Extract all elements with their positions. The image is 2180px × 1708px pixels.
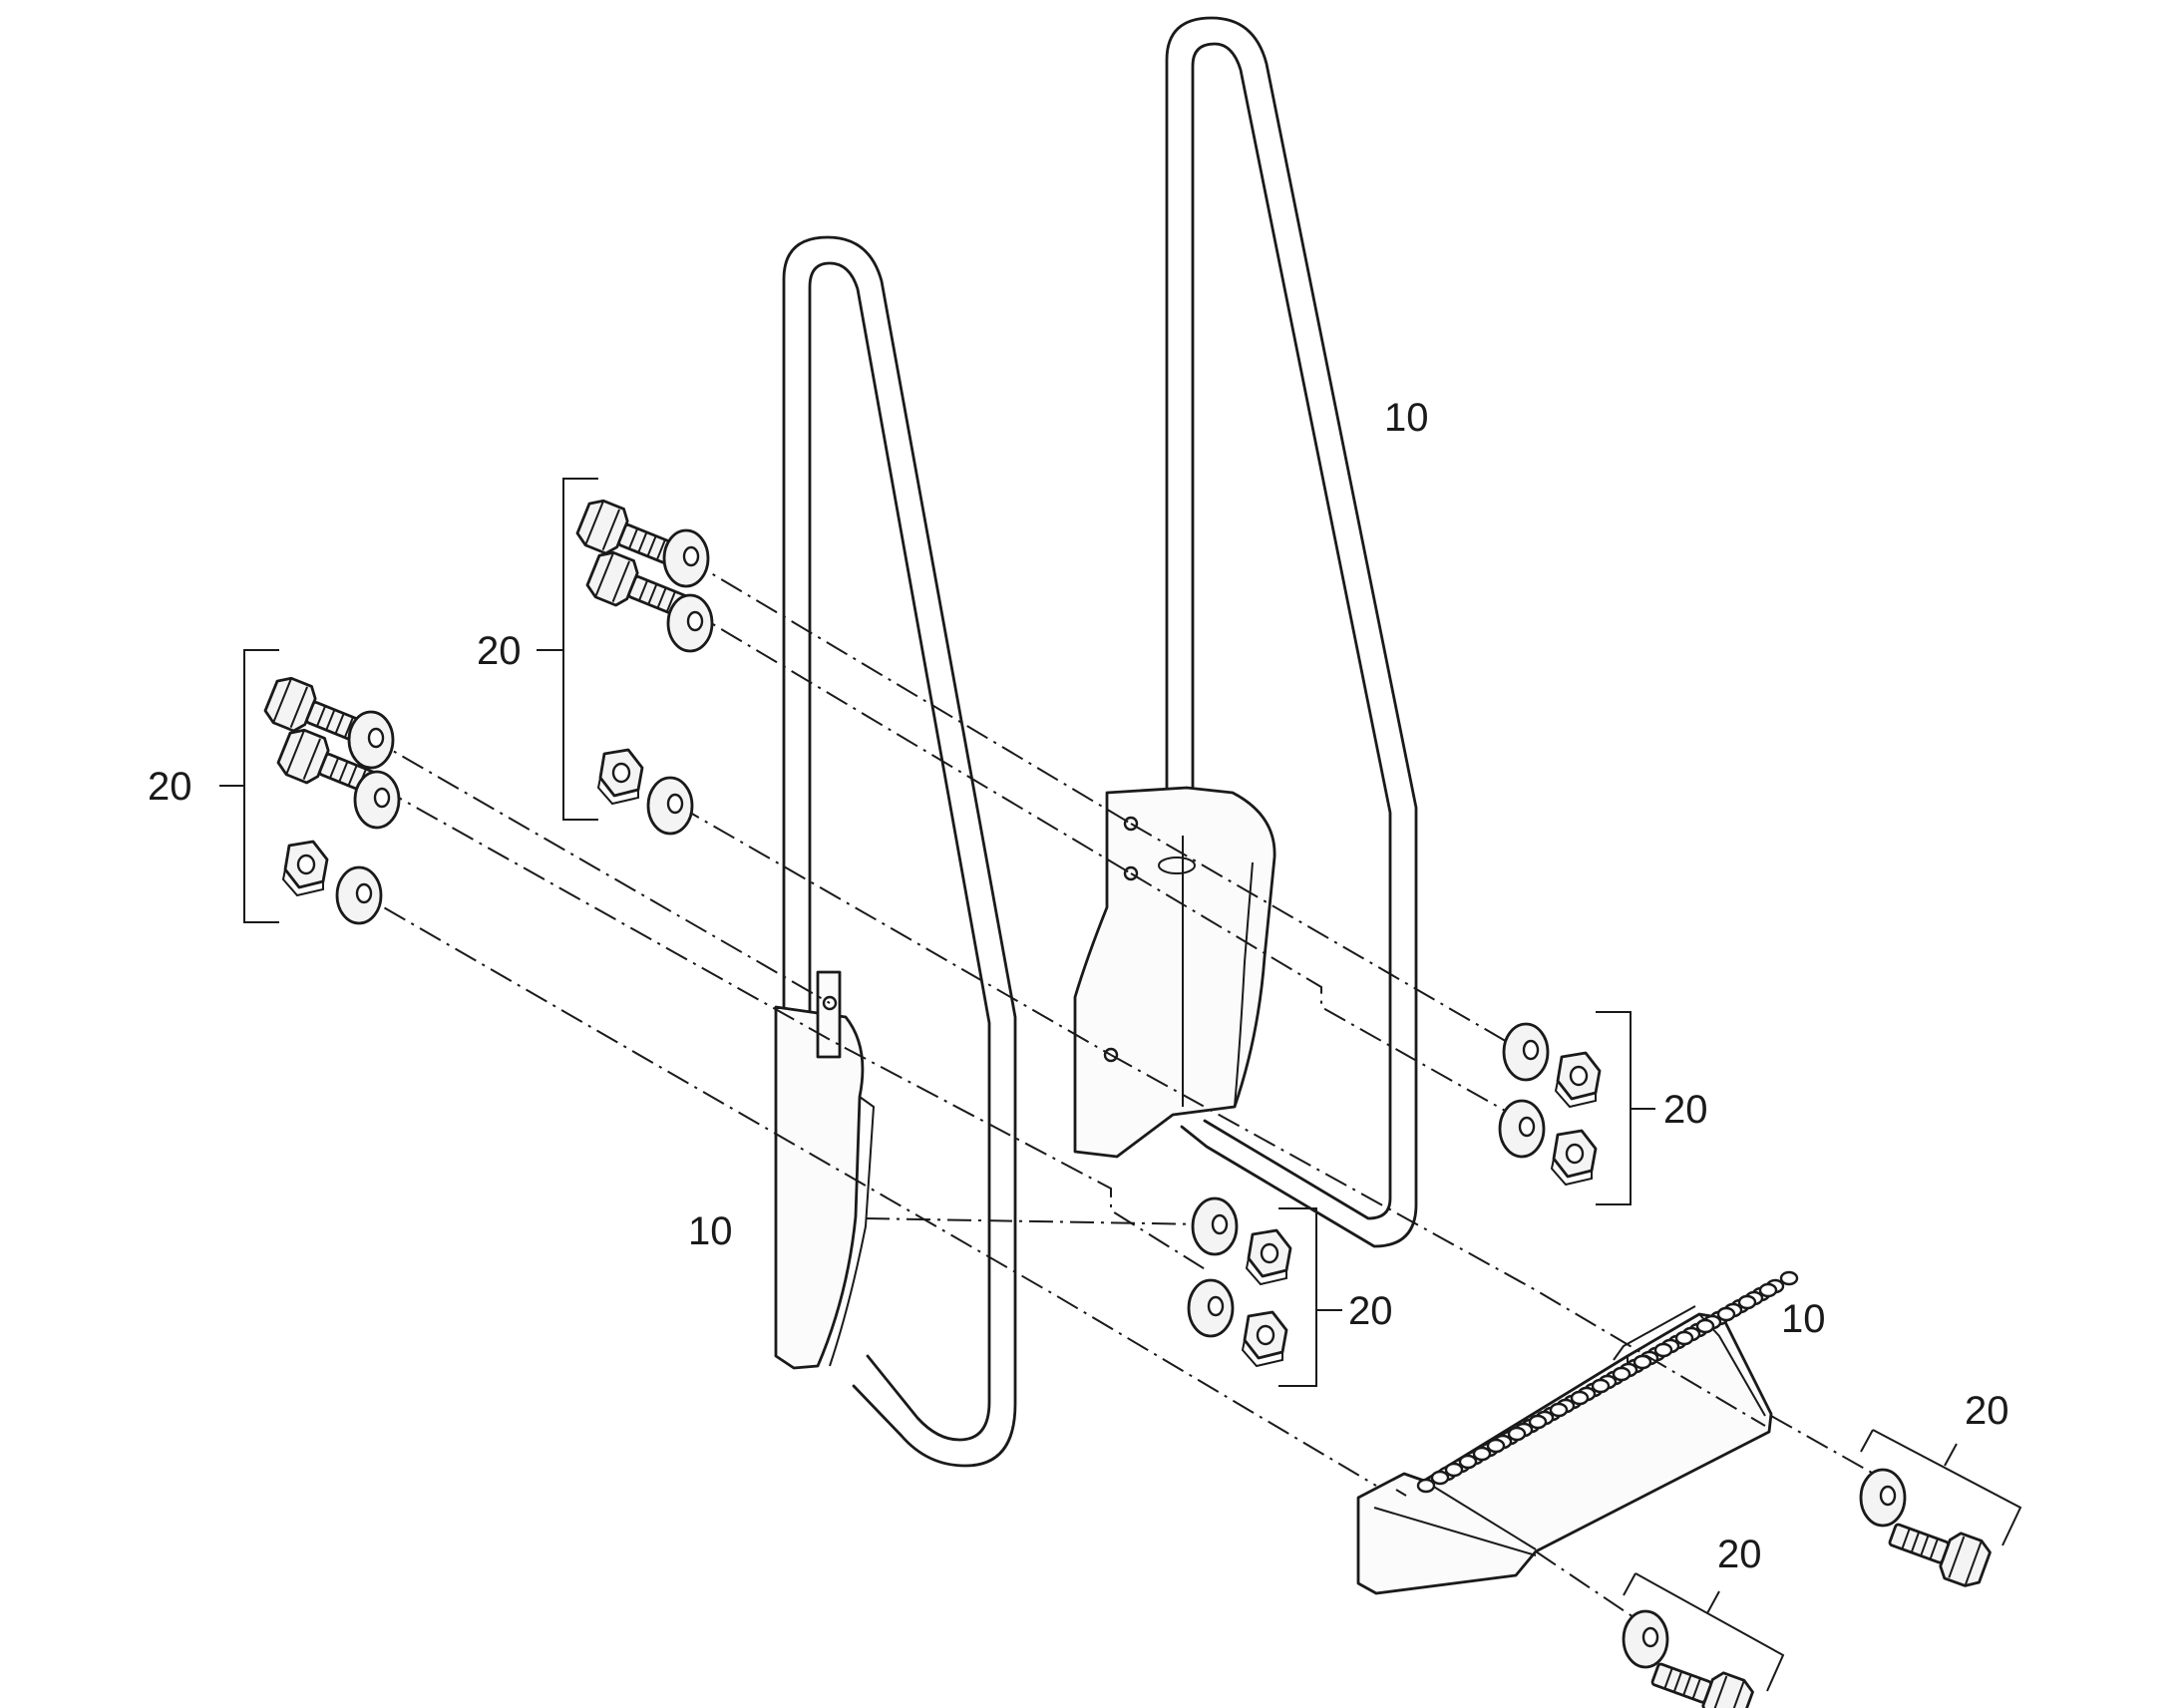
- hex-nut-icon: [281, 840, 329, 897]
- perforation-hole: [1779, 1270, 1799, 1286]
- perforation-hole: [1528, 1414, 1548, 1430]
- left-handrail: [774, 235, 1017, 1468]
- callout-step: 10: [1781, 1297, 1826, 1341]
- hex-nut-icon: [1245, 1228, 1292, 1286]
- callout-fasteners-right-nuts: 20: [1663, 1088, 1708, 1132]
- callout-handrail-left: 10: [688, 1209, 733, 1253]
- perforation-hole: [1633, 1354, 1652, 1370]
- perforation-hole: [1716, 1306, 1736, 1322]
- perforation-hole: [1674, 1330, 1694, 1346]
- flat-washer-icon: [1187, 1278, 1235, 1338]
- hardware-center-nuts: [1187, 1196, 1292, 1368]
- step-tread: [1356, 1270, 1799, 1595]
- right-handrail: [1073, 16, 1418, 1248]
- flat-washer-icon: [1859, 1468, 1907, 1528]
- flat-washer-icon: [1498, 1099, 1546, 1159]
- flat-washer-icon: [347, 710, 395, 770]
- hex-nut-icon: [1554, 1051, 1602, 1109]
- perforation-hole: [1416, 1478, 1436, 1494]
- assembly-lines: [348, 557, 1896, 1626]
- callout-fasteners-left: 20: [148, 765, 192, 809]
- callout-fasteners-step-bottom: 20: [1717, 1533, 1762, 1576]
- flat-washer-icon: [353, 770, 401, 830]
- callout-fasteners-upper-left: 20: [477, 629, 522, 673]
- callout-handrail-right: 10: [1384, 396, 1429, 440]
- flat-washer-icon: [1502, 1022, 1550, 1082]
- hardware-right-nuts: [1498, 1022, 1602, 1187]
- hardware-step-right: [1859, 1468, 1995, 1591]
- perforation-hole: [1591, 1378, 1611, 1394]
- flat-washer-icon: [1191, 1196, 1239, 1256]
- hardware-step-bottom: [1622, 1609, 1757, 1708]
- perforation-hole: [1458, 1454, 1478, 1470]
- perforation-hole: [1570, 1390, 1590, 1406]
- flat-washer-icon: [666, 593, 714, 653]
- hex-nut-icon: [1241, 1310, 1288, 1368]
- perforation-hole: [1472, 1446, 1492, 1462]
- perforation-hole: [1612, 1366, 1632, 1382]
- flat-washer-icon: [646, 776, 694, 836]
- flat-washer-icon: [1622, 1609, 1669, 1669]
- step-perforations: [1416, 1270, 1799, 1494]
- perforation-hole: [1430, 1470, 1450, 1486]
- hardware-upper-left: [572, 495, 714, 836]
- group-brackets: [219, 478, 2022, 1692]
- perforation-hole: [1695, 1318, 1715, 1334]
- hex-bolt-icon: [1645, 1649, 1757, 1708]
- perforation-hole: [1507, 1426, 1527, 1442]
- callout-fasteners-center-nuts: 20: [1348, 1289, 1393, 1333]
- hex-nut-icon: [1550, 1129, 1598, 1187]
- perforation-hole: [1758, 1282, 1778, 1298]
- hex-nut-icon: [596, 748, 644, 806]
- callout-fasteners-step-right: 20: [1965, 1389, 2009, 1433]
- perforation-hole: [1486, 1438, 1506, 1454]
- perforation-hole: [1549, 1402, 1569, 1418]
- flat-washer-icon: [662, 528, 710, 588]
- perforation-hole: [1737, 1294, 1757, 1310]
- perforation-hole: [1653, 1342, 1673, 1358]
- flat-washer-icon: [335, 865, 383, 925]
- hardware-left: [260, 672, 401, 925]
- hex-bolt-icon: [1883, 1510, 1995, 1591]
- perforation-hole: [1444, 1462, 1464, 1478]
